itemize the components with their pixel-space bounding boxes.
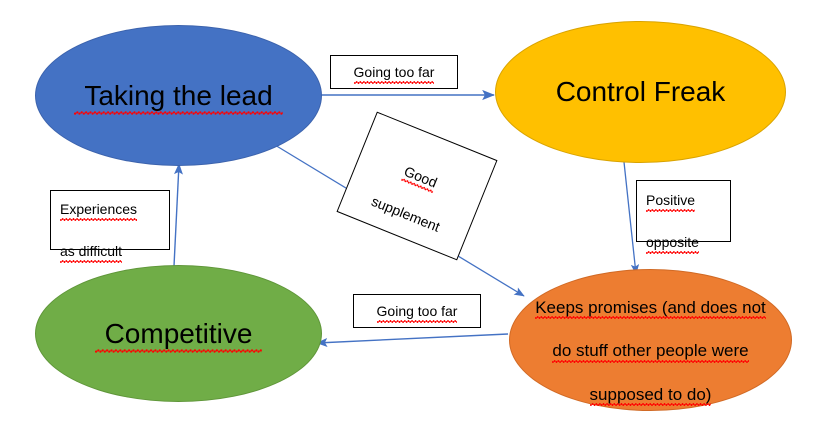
node-control-freak-label: Control Freak	[555, 76, 726, 108]
edge-label-positive-opposite-text: Positive opposite	[637, 169, 699, 254]
edge-label-good-supplement[interactable]: Good supplement	[336, 111, 498, 261]
good-supplement-line-1: Good	[401, 161, 440, 193]
edge-keeps-to-competitive	[316, 333, 509, 347]
node-keeps-promises-label: Keeps promises (and does not do stuff ot…	[525, 275, 776, 406]
experiences-line-2: as difficult	[60, 241, 122, 263]
edge-label-going-too-far-top[interactable]: Going too far	[330, 55, 458, 89]
node-competitive[interactable]: Competitive	[35, 265, 322, 402]
node-keeps-promises[interactable]: Keeps promises (and does not do stuff ot…	[509, 269, 792, 411]
node-taking-the-lead[interactable]: Taking the lead	[35, 25, 322, 166]
edge-label-going-too-far-bottom-text: Going too far	[376, 301, 457, 323]
positive-line-2: opposite	[646, 232, 699, 254]
positive-line-1: Positive	[646, 190, 696, 212]
experiences-line-1: Experiences	[60, 199, 138, 221]
edge-label-experiences-text: Experiences as difficult	[51, 178, 138, 263]
node-taking-the-lead-label: Taking the lead	[74, 78, 284, 116]
edge-control-to-keeps	[623, 161, 640, 275]
edge-label-going-too-far-bottom[interactable]: Going too far	[353, 294, 481, 328]
node-control-freak[interactable]: Control Freak	[495, 21, 786, 163]
keeps-promises-line-2: do stuff other people were	[552, 341, 749, 363]
node-competitive-label: Competitive	[94, 316, 263, 354]
edge-competitive-to-lead	[173, 163, 183, 267]
edge-label-going-too-far-top-text: Going too far	[353, 62, 434, 84]
good-supplement-line-2: supplement	[369, 193, 443, 236]
keeps-promises-line-1: Keeps promises (and does not	[535, 297, 766, 319]
edge-label-good-supplement-text: Good supplement	[368, 135, 466, 237]
edge-label-positive-opposite[interactable]: Positive opposite	[636, 180, 731, 254]
keeps-promises-line-3: supposed to do)	[589, 384, 712, 406]
edge-label-experiences-as-difficult[interactable]: Experiences as difficult	[50, 190, 170, 263]
